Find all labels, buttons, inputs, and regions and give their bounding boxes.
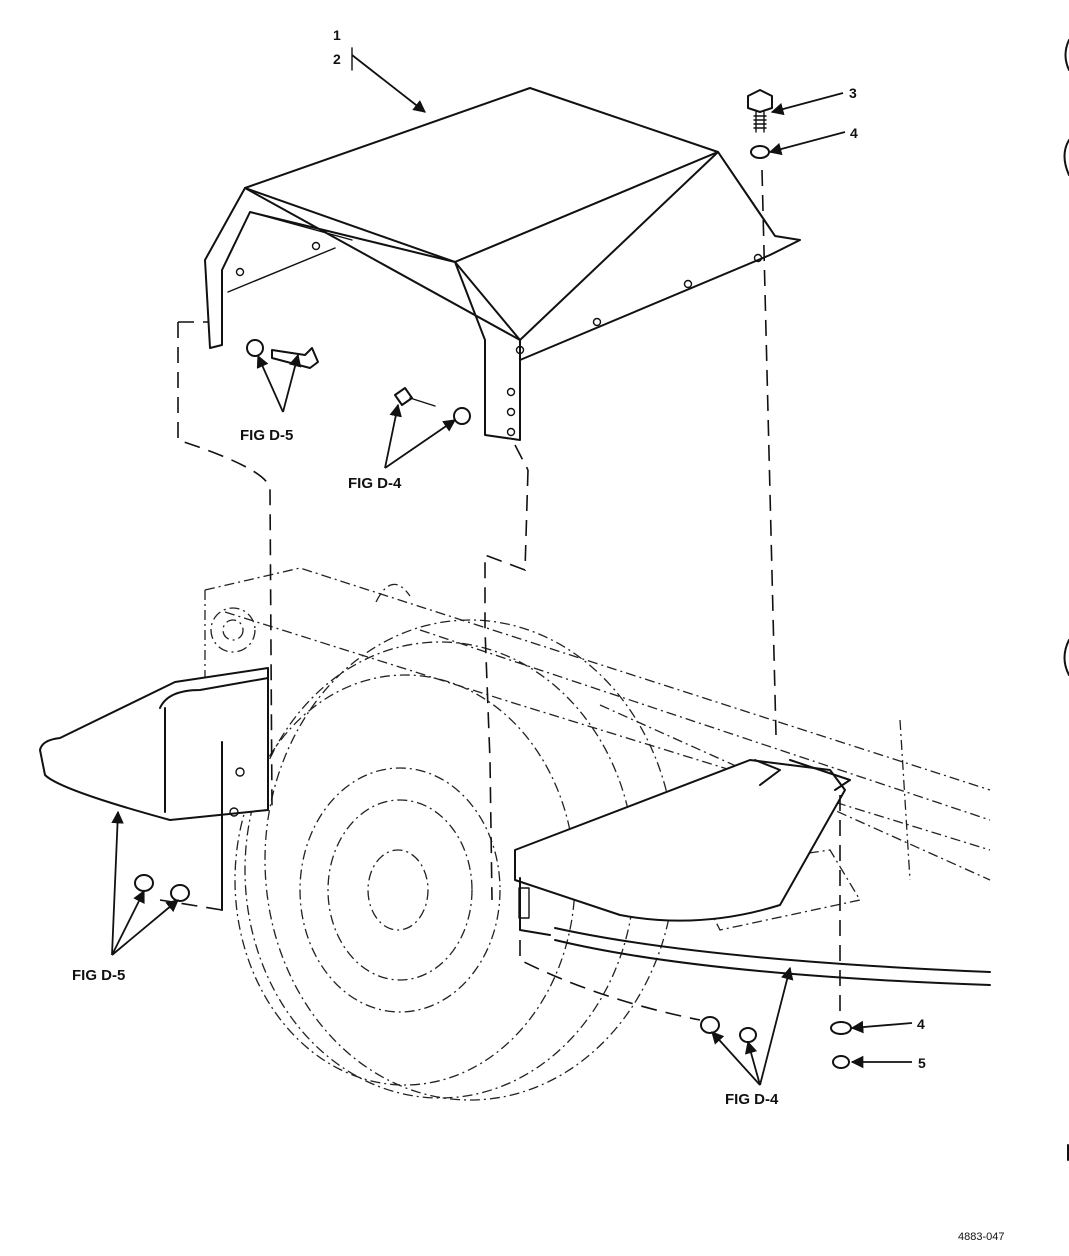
margin-marks	[1065, 40, 1069, 1160]
callout-4-top: 4	[850, 125, 858, 141]
nut-item-5	[833, 1056, 849, 1068]
figure-number: 4883-047	[958, 1231, 1005, 1243]
upper-cover-assembly	[205, 88, 800, 440]
left-fender	[40, 668, 268, 910]
washer-item-4-bottom	[831, 1022, 851, 1034]
callout-3: 3	[849, 85, 857, 101]
ref-fig-d4-upper: FIG D-4	[348, 475, 402, 492]
callout-1: 1	[333, 27, 341, 43]
ref-fig-d5-upper: FIG D-5	[240, 427, 293, 444]
ref-fig-d5-lower: FIG D-5	[72, 967, 125, 984]
washer-item-4-top	[751, 146, 769, 158]
bolt-item-3	[748, 90, 772, 132]
callout-2: 2	[333, 51, 341, 67]
callout-4-bottom: 4	[917, 1016, 925, 1032]
right-fender	[515, 760, 990, 985]
ref-fig-d4-lower: FIG D-4	[725, 1091, 779, 1108]
callout-5: 5	[918, 1055, 926, 1071]
